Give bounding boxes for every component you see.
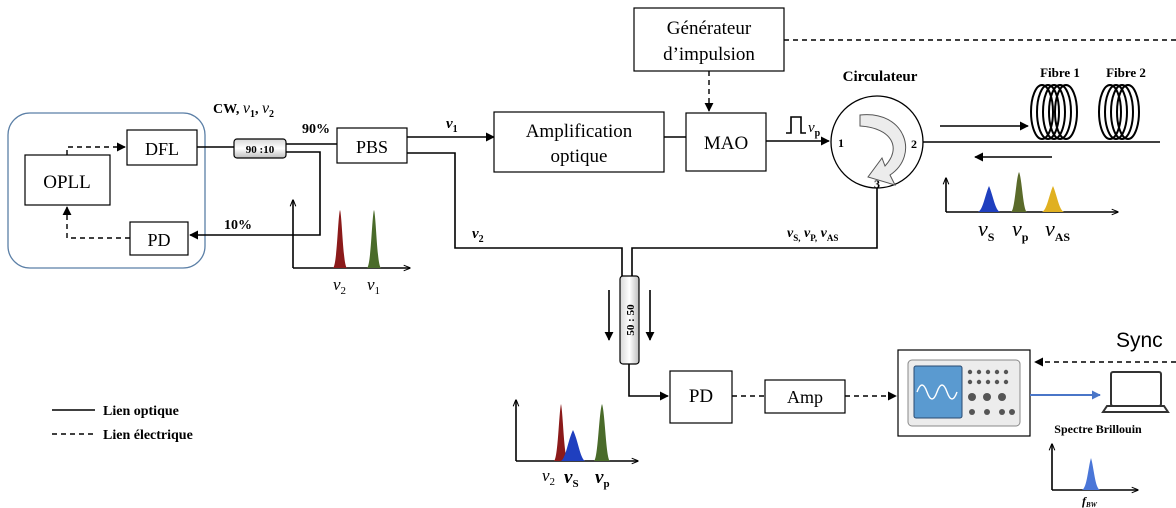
nu-p-pulse-label: νp [808, 120, 821, 139]
nus-detected-label: νS [564, 467, 579, 490]
sync-label: Sync [1116, 329, 1163, 352]
pbs-block [336, 127, 408, 164]
fibre-2-label: Fibre 2 [1106, 65, 1146, 80]
peak-stokes [978, 186, 1000, 212]
spectre-brillouin-label: Spectre Brillouin [1054, 422, 1142, 436]
fibre-1-label: Fibre 1 [1040, 65, 1080, 80]
pd-label-detection: PD [689, 386, 713, 407]
peak-nu1 [367, 210, 381, 268]
circulator-port-3: 3 [874, 177, 880, 191]
opll-label: OPLL [43, 172, 91, 193]
dfl-block [126, 129, 198, 166]
cw-nu-label: CW, ν1, ν2 [213, 100, 274, 120]
spectrum-nu2-nu1: ν2 ν1 [293, 200, 410, 297]
brillouin-spectrum: fBW [1052, 444, 1138, 508]
nu-as-label: νAS [1045, 216, 1070, 244]
nu-s-p-as-label: νS, νP, νAS [787, 226, 838, 243]
oscilloscope [897, 349, 1031, 437]
pd-label-opll: PD [147, 230, 170, 250]
peak-pump-detected [594, 404, 610, 461]
optical-amplifier-block [493, 111, 665, 173]
legend-optique-label: Lien optique [103, 404, 179, 419]
pbs-to-coupler-5050-fiber [407, 152, 623, 276]
pd-block-opll [129, 221, 189, 256]
peak-antistokes [1042, 186, 1064, 212]
brillouin-peak [1082, 458, 1100, 490]
amp-label: Amp [787, 387, 823, 407]
nu2-branch-label: ν2 [472, 226, 484, 245]
peak-stokes-detected [561, 430, 585, 461]
fibre-1-spool [1030, 84, 1078, 140]
circulator-port-1: 1 [838, 136, 844, 150]
pd-block-detection [669, 370, 733, 424]
spectrum-stokes-pump-antistokes: νS νp νAS [946, 172, 1118, 244]
coupler-90-10-label: 90 :10 [246, 144, 275, 156]
scope-screen [913, 365, 963, 419]
mao-modulator-block [685, 112, 767, 172]
coupler-90-10 [233, 138, 287, 159]
circulator-port-2: 2 [911, 137, 917, 151]
fibre-2-spool [1098, 84, 1140, 140]
laptop-icon [1101, 371, 1170, 413]
pulse-generator-label-line2: d’impulsion [663, 44, 755, 65]
nu2-detected-label: ν2 [542, 466, 555, 488]
coupler-50-50-label: 50 : 50 [625, 304, 637, 336]
peak-nu2 [333, 210, 347, 268]
pbs-label: PBS [356, 137, 388, 157]
circulator-rotation-arrow-icon [859, 114, 907, 186]
peak-nu1-label: ν1 [367, 275, 380, 297]
circulator-to-coupler-5050-fiber [631, 188, 878, 276]
pulse-generator-label-line1: Générateur [667, 18, 752, 39]
nup-detected-label: νp [595, 467, 610, 490]
optical-amplifier-label-line2: optique [551, 146, 608, 167]
spectrum-detected: ν2 νS νp [516, 400, 638, 490]
circulator-label: Circulateur [843, 69, 918, 85]
fb-label: fBW [1082, 494, 1098, 508]
pulse-shape-icon [786, 116, 806, 134]
scope-waveform-icon [916, 384, 958, 400]
optical-amplifier-label-line1: Amplification [526, 121, 633, 142]
nu-s-label: νS [978, 216, 995, 244]
legend-electrique-label: Lien électrique [103, 428, 193, 443]
peak-nu2-label: ν2 [333, 275, 346, 297]
amp-block [764, 379, 846, 414]
opll-laser-module-frame [7, 112, 206, 269]
peak-pump [1011, 172, 1027, 212]
mao-label: MAO [704, 133, 748, 154]
dfl-label: DFL [145, 139, 179, 159]
pct-90-label: 90% [302, 122, 330, 137]
coupler-to-pd-fiber [189, 151, 321, 240]
pct-10-label: 10% [224, 218, 252, 233]
coupler-to-pd-fiber [628, 364, 669, 401]
peak-nu2-detected [554, 404, 568, 461]
nu1-branch-label: ν1 [446, 116, 458, 135]
opll-to-dfl-electrical-link [66, 142, 126, 155]
pd-to-opll-electrical-link [62, 206, 130, 239]
nu-p-label: νp [1012, 216, 1029, 244]
legend: Lien optique Lien électrique [52, 404, 193, 443]
